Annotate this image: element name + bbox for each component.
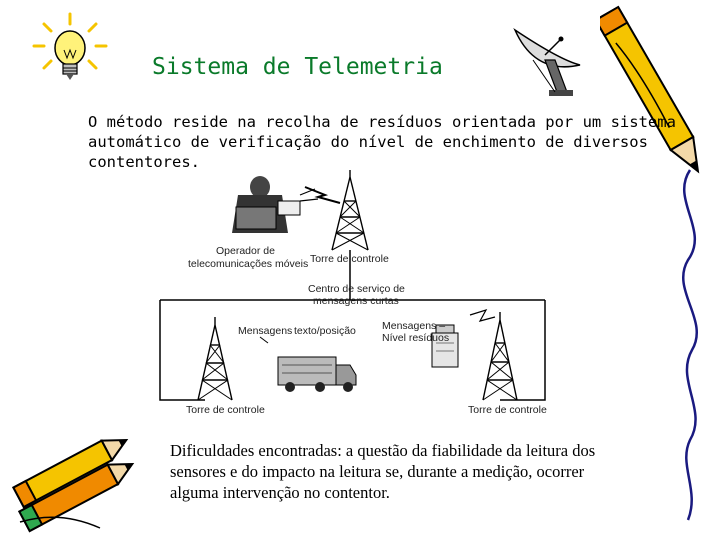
container-icon xyxy=(431,324,459,368)
difficulties-line: sensores e do impacto na leitura se, dur… xyxy=(170,462,585,481)
truck-icon xyxy=(277,356,357,392)
tower-right-icon xyxy=(482,312,518,401)
tower-left-label: Torre de controle xyxy=(186,404,265,416)
msg-left-label-2: texto/posição xyxy=(294,325,356,337)
difficulties-text: Dificuldades encontradas: a questão da f… xyxy=(170,440,670,503)
intro-text: O método reside na recolha de resíduos o… xyxy=(88,112,676,172)
lightbulb-icon xyxy=(30,10,110,90)
operator-label: telecomunicações móveis xyxy=(188,258,309,270)
center-label: mensagens curtas xyxy=(313,295,399,307)
difficulties-line: alguma intervenção no contentor. xyxy=(170,483,390,502)
tower-top-icon xyxy=(331,170,369,251)
operator-icon xyxy=(232,176,319,233)
msg-left-label: Mensagens xyxy=(238,325,293,337)
intro-line: automático de verificação do nível de en… xyxy=(88,133,648,151)
pencils-icon xyxy=(0,430,150,535)
difficulties-line: Dificuldades encontradas: a questão da f… xyxy=(170,441,596,460)
msg-right-label: Mensagens – xyxy=(382,320,446,332)
operator-label: Operador de xyxy=(216,245,275,257)
pencil-icon xyxy=(600,0,720,540)
satellite-dish-icon xyxy=(505,20,595,100)
center-label: Centro de serviço de xyxy=(308,283,405,295)
slide-title: Sistema de Telemetria xyxy=(152,54,443,80)
tower-top-label: Torre de controle xyxy=(310,253,389,265)
tower-right-label: Torre de controle xyxy=(468,404,547,416)
msg-right-label: Nível resíduos xyxy=(382,332,450,344)
telemetry-diagram: Operador de telecomunicações móveis Torr… xyxy=(150,165,570,425)
intro-line: contentores. xyxy=(88,153,200,171)
intro-line: O método reside na recolha de resíduos o… xyxy=(88,113,676,131)
tower-left-icon xyxy=(197,317,233,401)
